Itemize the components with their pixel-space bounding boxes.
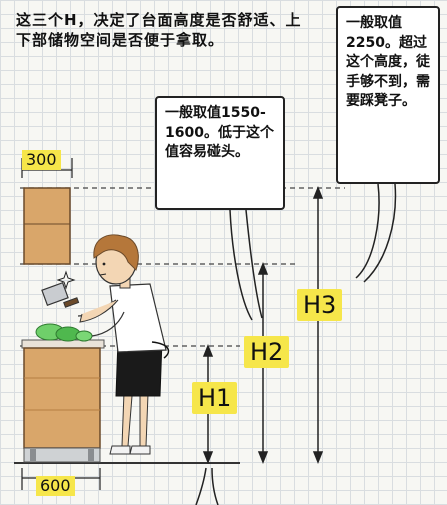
h3-label: H3 [297,289,343,321]
callout-pointers [229,183,397,321]
upper-cabinet [23,187,71,265]
upper-height-callout: 一般取值2250。超过这个高度，徒手够不到，需要踩凳子。 [336,6,440,184]
sparkle-icon [56,270,76,290]
cleaver-icon [41,281,80,308]
h1-label: H1 [192,382,238,414]
counter-depth-label: 600 [36,476,75,496]
cabinet-width-label: 300 [22,150,61,170]
person-figure [77,234,170,455]
base-cabinet [21,339,105,463]
bottom-decoration [195,467,219,505]
lower-height-callout: 一般取值1550-1600。低于这个值容易碰头。 [155,96,285,210]
vegetables-icon [35,323,93,342]
h2-label: H2 [244,336,290,368]
intro-text: 这三个H，决定了台面高度是否舒适、上下部储物空间是否便于拿取。 [16,11,302,50]
height-arrows [202,185,324,465]
